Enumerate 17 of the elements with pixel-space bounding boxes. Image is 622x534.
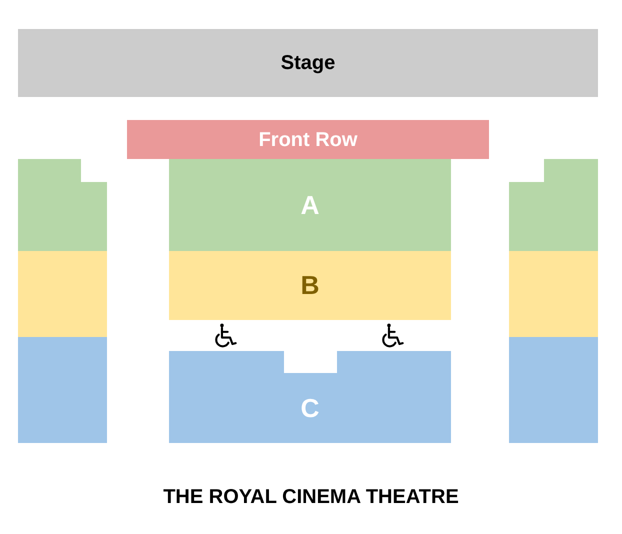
- stage-area: [18, 29, 598, 97]
- seating-section: [127, 120, 489, 159]
- section-label: Front Row: [258, 128, 358, 150]
- seating-section: [169, 251, 451, 320]
- section-label: C: [300, 394, 320, 422]
- section-label: A: [300, 190, 320, 220]
- seating-section: [509, 251, 598, 337]
- seating-section: [18, 251, 107, 337]
- seating-section: [169, 351, 451, 443]
- seating-section: [509, 337, 598, 443]
- seating-section: [18, 159, 107, 251]
- section-label: B: [300, 271, 320, 300]
- seating-section: [169, 159, 451, 251]
- venue-title: THE ROYAL CINEMA THEATRE: [163, 486, 459, 508]
- stage-label: Stage: [280, 52, 336, 74]
- seating-section: [509, 159, 598, 251]
- seating-section: [18, 337, 107, 443]
